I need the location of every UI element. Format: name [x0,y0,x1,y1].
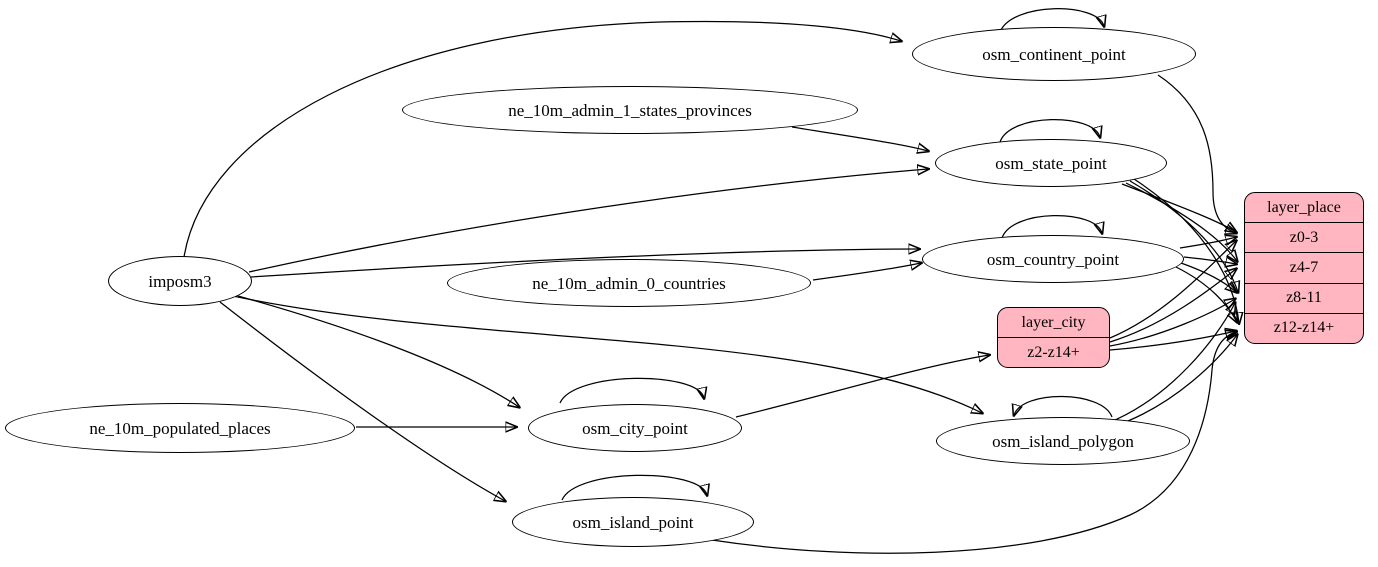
node-imposm3-label: imposm3 [148,271,212,291]
node-ne_10m_admin_1_states_provinces: ne_10m_admin_1_states_provinces [402,86,858,134]
edge-ne_10m_admin_0_countries-to-osm_country_point [812,263,921,281]
node-ne_10m_admin_0_countries-label: ne_10m_admin_0_countries [532,273,726,293]
layer_place-row-z0-3: z0-3 [1245,222,1363,252]
edge-ne_10m_admin_1_states_provinces-to-osm_state_point [791,126,928,151]
node-ne_10m_admin_0_countries: ne_10m_admin_0_countries [447,259,811,307]
edge-imposm3-to-osm_state_point [248,169,928,273]
edge-layer_city-to-layer_place-z8-11 [1109,299,1235,347]
node-ne_10m_populated_places-label: ne_10m_populated_places [89,418,271,438]
layer_place-row-z12-z14: z12-z14+ [1245,312,1363,343]
edge-layer_city-to-layer_place-z0-3 [1109,241,1236,339]
edge-imposm3-to-osm_continent_point [183,20,901,258]
edge-osm_state_point-to-layer_place-z4-7 [1125,182,1237,261]
self-loop-osm_city_point [559,377,704,404]
edge-osm_island_polygon-to-layer_place-z8-11 [1107,303,1235,424]
self-loop-osm_island_polygon [1014,395,1113,417]
layer_city-title: layer_city [1021,313,1086,331]
edge-osm_country_point-to-layer_place-z8-11 [1180,262,1236,292]
node-layer_city: layer_city z2-z14+ [997,307,1110,368]
node-osm_island_polygon-label: osm_island_polygon [992,431,1134,451]
self-loop-osm_country_point [1001,215,1102,239]
node-osm_state_point: osm_state_point [935,139,1167,187]
node-osm_city_point: osm_city_point [528,404,742,452]
node-osm_island_polygon: osm_island_polygon [936,417,1190,465]
node-osm_continent_point-label: osm_continent_point [982,44,1126,64]
edge-imposm3-to-osm_city_point [237,295,519,407]
layer_place-row-z8-11: z8-11 [1245,282,1363,313]
node-osm_city_point-label: osm_city_point [582,418,688,438]
edge-osm_island_polygon-to-layer_place-z12-z14 [1111,335,1237,428]
node-ne_10m_populated_places: ne_10m_populated_places [5,403,355,453]
node-ne_10m_admin_1_states_provinces-label: ne_10m_admin_1_states_provinces [508,100,752,120]
node-osm_continent_point: osm_continent_point [912,27,1196,81]
edge-imposm3-to-osm_country_point [250,249,919,278]
node-imposm3: imposm3 [108,256,252,306]
edge-imposm3-to-osm_island_point [219,301,505,501]
edge-layer_city-to-layer_place-z4-7 [1109,269,1236,343]
edge-osm_city_point-to-layer_city-z2-z14 [735,355,989,418]
node-osm_island_point-label: osm_island_point [572,512,694,532]
self-loop-osm_continent_point [999,8,1104,33]
edge-osm_state_point-to-layer_place-z0-3 [1121,183,1236,232]
layer_place-row-z4-7: z4-7 [1245,252,1363,282]
node-osm_state_point-label: osm_state_point [995,153,1107,173]
edge-osm_country_point-to-layer_place-z4-7 [1183,257,1236,264]
layer_city-row-z2-z14: z2-z14+ [998,337,1109,367]
edge-osm_country_point-to-layer_place-z0-3 [1179,237,1236,249]
self-loop-osm_island_point [561,474,707,501]
edge-layer_city-to-layer_place-z12-z14 [1109,331,1236,351]
edge-osm_continent_point-to-layer_place-z0-3 [1157,74,1236,233]
edge-osm_country_point-to-layer_place-z12-z14 [1175,266,1237,322]
node-osm_country_point: osm_country_point [922,235,1184,283]
edge-imposm3-to-osm_island_polygon [232,295,982,413]
node-osm_country_point-label: osm_country_point [986,249,1120,269]
node-osm_island_point: osm_island_point [512,497,754,547]
node-layer_place: layer_place z0-3 z4-7 z8-11 z12-z14+ [1244,192,1364,344]
layer_place-title: layer_place [1267,198,1341,216]
self-loop-osm_state_point [999,119,1100,143]
edge-osm_island_point-to-layer_place-z12-z14 [711,332,1236,554]
